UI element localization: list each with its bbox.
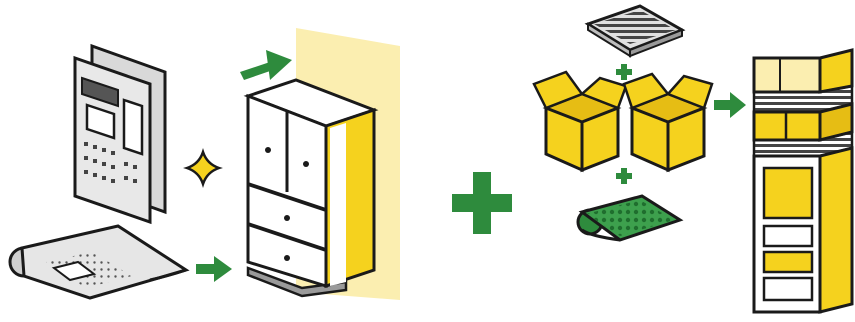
cardboard-box-icon bbox=[534, 72, 626, 170]
foam-roll-icon bbox=[578, 196, 680, 240]
cabinet-icon bbox=[754, 50, 852, 312]
plus-icon bbox=[616, 64, 632, 80]
cabinet-icon bbox=[248, 80, 374, 296]
plus-icon bbox=[452, 172, 512, 234]
arrow-icon bbox=[196, 256, 232, 282]
cardboard-box-icon bbox=[624, 74, 712, 170]
cushion-sheet-icon bbox=[10, 226, 186, 298]
plus-icon bbox=[616, 168, 632, 184]
sparkle-icon bbox=[187, 152, 219, 184]
arrow-icon bbox=[240, 50, 292, 80]
bubble-sheet-icon bbox=[588, 6, 682, 56]
arrow-icon bbox=[714, 92, 746, 118]
newspaper-icon bbox=[75, 46, 165, 222]
